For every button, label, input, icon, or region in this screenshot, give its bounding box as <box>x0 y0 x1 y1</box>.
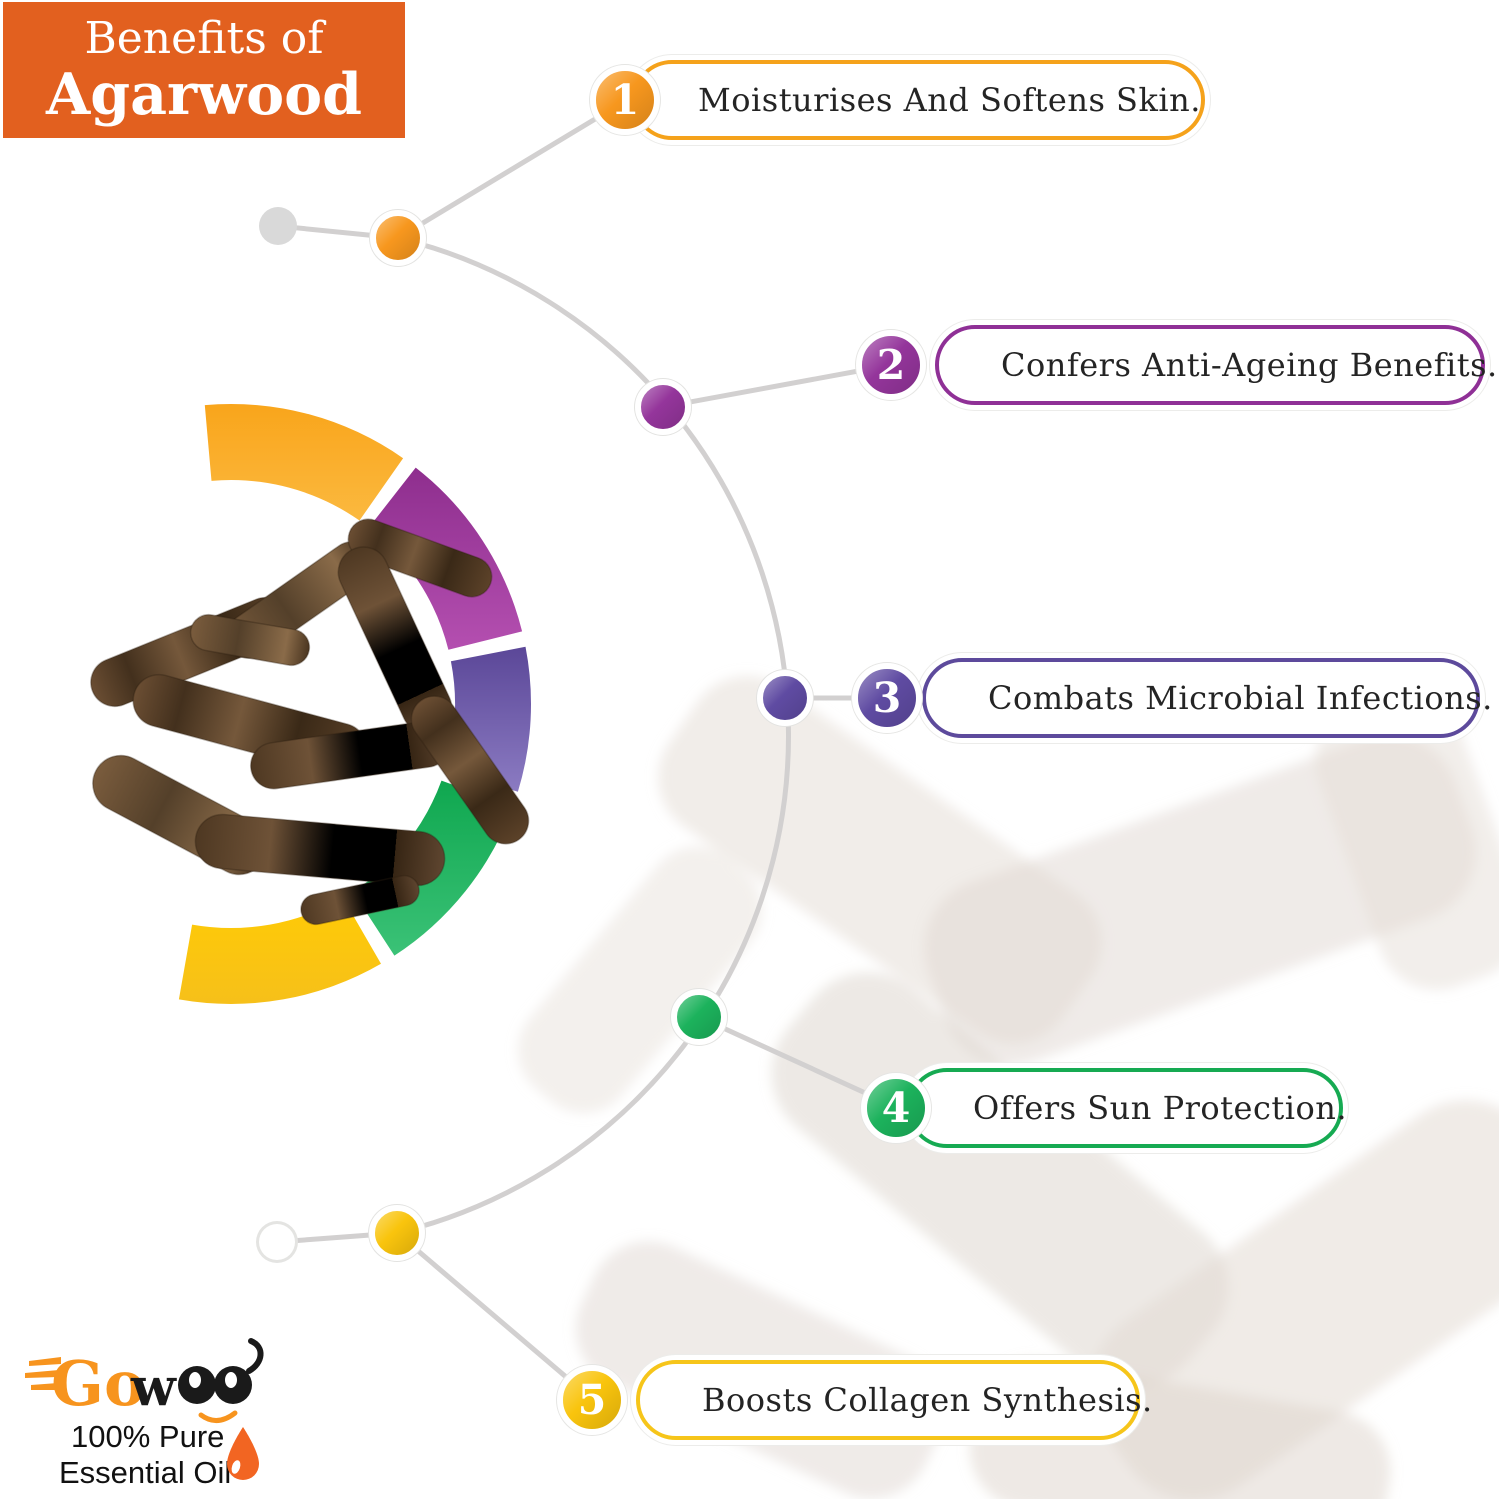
benefit-number-1: 1 <box>610 76 640 124</box>
curve-node-end <box>259 1224 295 1260</box>
benefit-number-badge-3: 3 <box>852 663 922 733</box>
curve-node-3 <box>757 670 813 726</box>
benefit-pill-1: Moisturises And Softens Skin. <box>632 60 1205 140</box>
benefit-label-4: Offers Sun Protection. <box>973 1089 1348 1127</box>
benefit-number-badge-2: 2 <box>856 330 926 400</box>
benefit-label-2: Confers Anti-Ageing Benefits. <box>1001 346 1498 384</box>
benefit-label-5: Boosts Collagen Synthesis. <box>702 1381 1153 1419</box>
curve-node-start <box>259 207 297 245</box>
ring-segment-orange <box>204 403 404 521</box>
brand-text-w: w <box>130 1357 177 1418</box>
curve-node-5 <box>369 1205 425 1261</box>
benefit-number-4: 4 <box>881 1084 911 1132</box>
benefit-number-3: 3 <box>872 674 902 722</box>
droplet-icon <box>227 1427 259 1480</box>
tagline-line1: 100% Pure <box>71 1419 224 1454</box>
benefit-number-badge-1: 1 <box>590 65 660 135</box>
benefit-number-badge-4: 4 <box>861 1073 931 1143</box>
benefit-number-5: 5 <box>577 1376 607 1424</box>
eyes-icon <box>178 1338 264 1404</box>
curve-node-1 <box>370 210 426 266</box>
benefit-label-1: Moisturises And Softens Skin. <box>698 81 1201 119</box>
benefit-pill-4: Offers Sun Protection. <box>907 1068 1347 1148</box>
smile-icon <box>198 1410 238 1423</box>
benefit-pill-2: Confers Anti-Ageing Benefits. <box>935 325 1497 405</box>
agarwood-chips-image <box>90 518 530 926</box>
brand-logo-graphic: Go w 100% Pure Essential Oil <box>25 1338 264 1490</box>
ring-segment-yellow <box>178 898 381 1004</box>
curve-node-2 <box>635 379 691 435</box>
speed-lines-icon <box>25 1357 61 1390</box>
header-title-line2: Agarwood <box>45 61 362 128</box>
curve-node-4 <box>671 989 727 1045</box>
benefit-number-2: 2 <box>876 341 906 389</box>
benefit-label-3: Combats Microbial Infections. <box>988 679 1493 717</box>
curl-icon <box>246 1338 264 1374</box>
benefit-pill-5: Boosts Collagen Synthesis. <box>636 1360 1152 1440</box>
header-banner: Benefits of Agarwood <box>3 2 405 138</box>
brand-text-go: Go <box>51 1347 145 1420</box>
benefit-number-badge-5: 5 <box>557 1365 627 1435</box>
benefit-pill-3: Combats Microbial Infections. <box>922 658 1492 738</box>
header-title-line1: Benefits of <box>84 13 324 64</box>
brand-logo: Go w 100% Pure Essential Oil <box>25 1335 275 1499</box>
tagline-line2: Essential Oil <box>59 1455 231 1490</box>
